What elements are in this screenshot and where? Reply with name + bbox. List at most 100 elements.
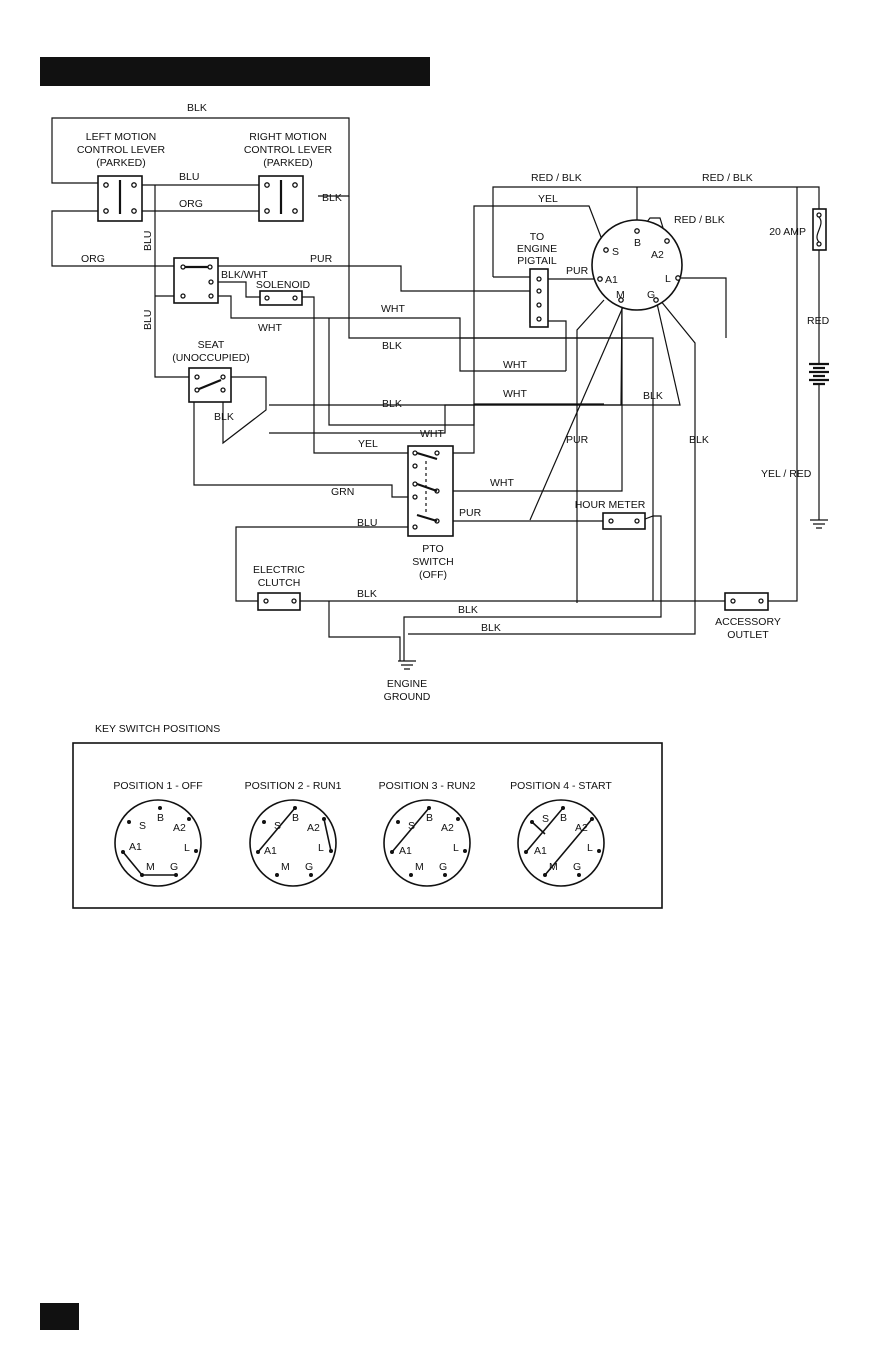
fuse-20-amp: 20 AMP (769, 208, 827, 251)
left-lever-label-3: (PARKED) (96, 157, 145, 169)
key-terminal-m: M (616, 289, 625, 301)
wire-label: RED / BLK (531, 172, 582, 184)
key-position-run2: POSITION 3 - RUN2 S B A2 A1 L M G (379, 780, 476, 887)
wire-label: BLK (458, 604, 478, 616)
wire-label: ORG (179, 198, 203, 210)
wire-label: WHT (503, 359, 527, 371)
key-switch: S B A2 A1 L M G (591, 219, 683, 311)
outlet-label-2: OUTLET (727, 629, 769, 641)
terminal-label: M (281, 861, 290, 873)
terminal-label: M (549, 861, 558, 873)
wire-label: GRN (331, 486, 354, 498)
wire-label: PUR (566, 434, 589, 446)
wire-label: BLU (357, 517, 377, 529)
right-lever-label-2: CONTROL LEVER (244, 144, 333, 156)
key-terminal-a1: A1 (605, 274, 618, 286)
outlet-label-1: ACCESSORY (715, 616, 781, 628)
engine-pigtail-connector: TO ENGINE PIGTAIL (517, 231, 557, 328)
terminal-label: S (408, 820, 415, 832)
right-lever-label-3: (PARKED) (263, 157, 312, 169)
wire-label: BLK (187, 102, 207, 114)
key-position-run1: POSITION 2 - RUN1 S B A2 A1 L M G (245, 780, 342, 887)
wire-label: WHT (381, 303, 405, 315)
key-terminal-l: L (665, 273, 671, 285)
fuse-label: 20 AMP (769, 226, 806, 238)
wire-label: RED (807, 315, 830, 327)
hour-meter: HOUR METER (575, 499, 646, 530)
left-motion-control-lever: LEFT MOTION CONTROL LEVER (PARKED) (77, 131, 166, 222)
section-title-bar (40, 57, 430, 86)
pto-switch: PTO SWITCH (OFF) (407, 445, 454, 581)
key-terminal-s: S (612, 246, 619, 258)
terminal-label: A2 (441, 822, 454, 834)
wires (51, 117, 820, 661)
pto-label-1: PTO (422, 543, 443, 555)
terminal-label: S (274, 820, 281, 832)
right-lever-label-1: RIGHT MOTION (249, 131, 326, 143)
accessory-outlet: ACCESSORY OUTLET (715, 592, 781, 641)
battery-icon (809, 362, 829, 386)
terminal-label: A2 (307, 822, 320, 834)
clutch-label-2: CLUTCH (258, 577, 301, 589)
seat-label-2: (UNOCCUPIED) (172, 352, 250, 364)
wire-label: PUR (566, 265, 589, 277)
terminal-label: S (139, 820, 146, 832)
wire-label: BLK (481, 622, 501, 634)
terminal-label: A1 (399, 845, 412, 857)
right-motion-control-lever: RIGHT MOTION CONTROL LEVER (PARKED) (244, 131, 333, 222)
key-position-start: POSITION 4 - START S B A2 A1 L M G (510, 780, 612, 887)
wire-label: BLK (643, 390, 663, 402)
position-label: POSITION 1 - OFF (113, 780, 202, 792)
battery-ground-icon (810, 519, 828, 529)
wire-label: PUR (310, 253, 333, 265)
wire-label: BLK (382, 340, 402, 352)
terminal-label: B (292, 812, 299, 824)
wire-label: BLU (179, 171, 199, 183)
seat-switch: SEAT (UNOCCUPIED) (172, 339, 250, 403)
key-terminal-a2: A2 (651, 249, 664, 261)
terminal-label: G (170, 861, 178, 873)
position-label: POSITION 2 - RUN1 (245, 780, 342, 792)
pto-label-2: SWITCH (412, 556, 453, 568)
solenoid-label: SOLENOID (256, 279, 311, 291)
position-label: POSITION 3 - RUN2 (379, 780, 476, 792)
engine-ground-label-2: GROUND (384, 691, 431, 703)
pto-label-3: (OFF) (419, 569, 447, 581)
terminal-label: A2 (173, 822, 186, 834)
pigtail-label-1: TO (530, 231, 544, 243)
terminal-label: B (157, 812, 164, 824)
wire-label: BLK (689, 434, 709, 446)
engine-ground-label-1: ENGINE (387, 678, 427, 690)
terminal-label: L (587, 842, 593, 854)
terminal-label: M (146, 861, 155, 873)
wire-label: WHT (503, 388, 527, 400)
wire-label: WHT (490, 477, 514, 489)
positions-title: KEY SWITCH POSITIONS (95, 723, 220, 735)
wire-label: WHT (420, 428, 444, 440)
position-label: POSITION 4 - START (510, 780, 612, 792)
terminal-label: G (439, 861, 447, 873)
key-terminal-g: G (647, 289, 655, 301)
terminal-label: A2 (575, 822, 588, 834)
terminal-label: A1 (129, 841, 142, 853)
pigtail-label-3: PIGTAIL (517, 255, 557, 267)
wire-label: BLK (322, 192, 342, 204)
terminal-label: G (573, 861, 581, 873)
terminal-label: L (184, 842, 190, 854)
electric-clutch: ELECTRIC CLUTCH (253, 564, 305, 611)
wire-label: BLU (142, 231, 154, 251)
wire-label: YEL (538, 193, 558, 205)
wire-label: BLU (142, 310, 154, 330)
wire-label: PUR (459, 507, 482, 519)
key-position-off: POSITION 1 - OFF S B A2 A1 L M G (113, 780, 203, 887)
terminal-label: L (318, 842, 324, 854)
terminal-label: S (542, 813, 549, 825)
terminal-label: B (426, 812, 433, 824)
wire-labels: BLK BLU ORG BLK BLU ORG PUR BLK/WHT WHT … (81, 102, 830, 634)
terminal-label: L (453, 842, 459, 854)
wire-label: WHT (258, 322, 282, 334)
wire-label: BLK/WHT (221, 269, 268, 281)
page-number-tab (40, 1303, 79, 1330)
wire-label: BLK (357, 588, 377, 600)
engine-ground-icon: ENGINE GROUND (384, 660, 431, 703)
